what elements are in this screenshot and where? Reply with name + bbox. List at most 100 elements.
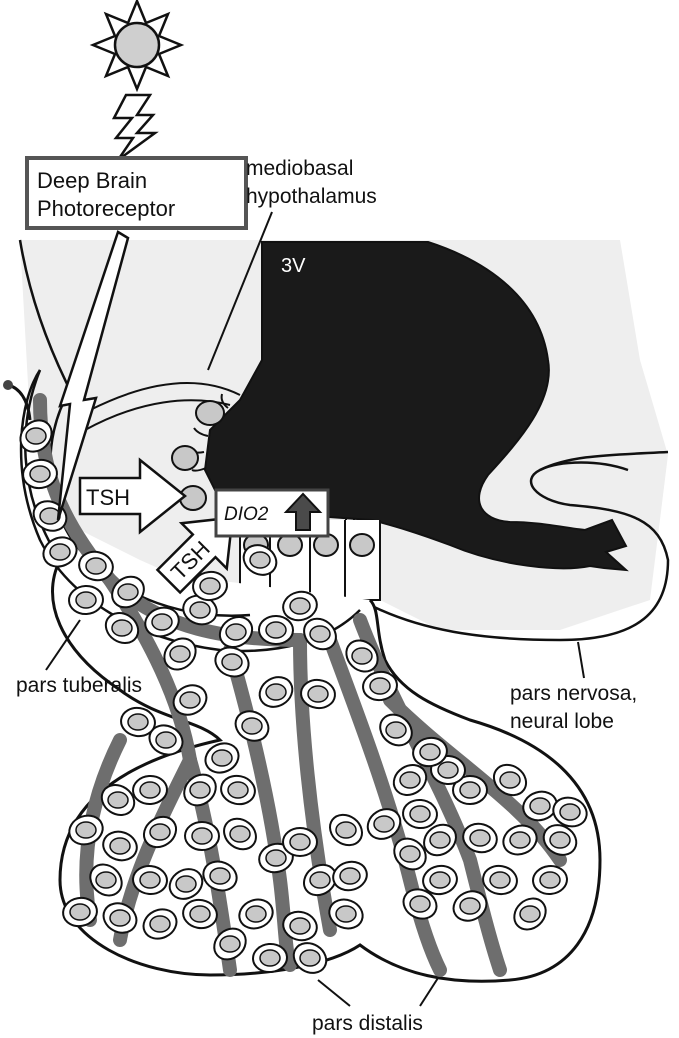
cell-nucleus: [109, 909, 131, 927]
cell-nucleus: [25, 427, 47, 445]
cell-nucleus: [229, 825, 251, 843]
mbh-label-line1: mediobasal: [246, 157, 353, 180]
cell-nucleus: [139, 781, 161, 799]
secretory-cells: [19, 419, 588, 974]
cell-nucleus: [189, 781, 211, 799]
cell-nucleus: [189, 601, 211, 619]
cell-nucleus: [409, 895, 431, 913]
cell-nucleus: [117, 583, 139, 601]
cell-nucleus: [437, 761, 459, 779]
cell-nucleus: [335, 821, 357, 839]
pars-distalis-label: pars distalis: [312, 1012, 423, 1035]
cell-nucleus: [225, 623, 247, 641]
cell-nucleus: [179, 691, 201, 709]
cell-nucleus: [209, 867, 231, 885]
cell-nucleus: [39, 507, 61, 525]
cell-nucleus: [241, 717, 263, 735]
cell-nucleus: [265, 621, 287, 639]
cell-nucleus: [469, 829, 491, 847]
pars-nervosa-leader: [577, 641, 585, 679]
cell-nucleus: [459, 897, 481, 915]
cell-nucleus: [309, 625, 331, 643]
cell-nucleus: [429, 871, 451, 889]
tsh-arrow-diagonal: TSH: [155, 516, 234, 595]
cell-nucleus: [289, 917, 311, 935]
cell-nucleus: [307, 685, 329, 703]
cell-nucleus: [399, 771, 421, 789]
cell-nucleus: [489, 871, 511, 889]
cell-nucleus: [149, 915, 171, 933]
deep-brain-label-line1: Deep Brain: [37, 168, 147, 193]
cell-nucleus: [221, 653, 243, 671]
pars-tuberalis-leader: [45, 619, 81, 671]
cell-nucleus: [409, 805, 431, 823]
mbh-leader-line: [207, 211, 273, 371]
cell-nucleus: [249, 551, 271, 569]
cell-nucleus: [369, 677, 391, 695]
cell-nucleus: [499, 771, 521, 789]
cell-nucleus: [245, 905, 267, 923]
cell-nucleus: [549, 831, 571, 849]
cell-nucleus: [509, 831, 531, 849]
cell-nucleus: [69, 903, 91, 921]
cell-nucleus: [75, 591, 97, 609]
cell-nucleus: [219, 935, 241, 953]
pars-tuberalis-label: pars tuberalis: [16, 674, 142, 697]
cell-nucleus: [155, 731, 177, 749]
deep-brain-label-line2: Photoreceptor: [37, 196, 175, 221]
cell-nucleus: [299, 949, 321, 967]
third-ventricle: [203, 241, 629, 572]
tsh-arrow-horizontal: TSH: [78, 457, 188, 535]
cell-nucleus: [85, 557, 107, 575]
pars-nervosa-curve: [539, 450, 669, 472]
pars-nervosa-label-line2: neural lobe: [510, 710, 614, 733]
deep-brain-photoreceptor-box: [25, 156, 248, 230]
up-arrow-icon: [283, 492, 323, 531]
cell-nucleus: [539, 871, 561, 889]
cell-nucleus: [519, 905, 541, 923]
cell-nucleus: [559, 803, 581, 821]
cell-nucleus: [259, 949, 281, 967]
cell-nucleus: [139, 871, 161, 889]
cell-nucleus: [529, 797, 551, 815]
cell-nucleus: [191, 827, 213, 845]
cell-nucleus: [419, 743, 441, 761]
cell-nucleus: [265, 683, 287, 701]
cell-nucleus: [373, 815, 395, 833]
cell-nucleus: [189, 905, 211, 923]
cell-nucleus: [429, 831, 451, 849]
cell-nucleus: [199, 577, 221, 595]
cell-nucleus: [385, 721, 407, 739]
cell-nucleus: [109, 837, 131, 855]
cell-nucleus: [29, 465, 51, 483]
cell-nucleus: [75, 821, 97, 839]
cell-nucleus: [127, 713, 149, 731]
cell-nucleus: [151, 613, 173, 631]
cell-nucleus: [335, 905, 357, 923]
cell-nucleus: [289, 597, 311, 615]
sun-icon: [89, 0, 185, 93]
cell-nucleus: [265, 849, 287, 867]
cell-nucleus: [289, 833, 311, 851]
lightning-bolt-icon: [111, 93, 159, 162]
cell-nucleus: [169, 645, 191, 663]
pars-nervosa-label-line1: pars nervosa,: [510, 682, 637, 705]
cell-nucleus: [459, 781, 481, 799]
nerve-ending: [3, 380, 13, 390]
cell-nucleus: [49, 543, 71, 561]
cell-nucleus: [95, 871, 117, 889]
dio2-label: DIO2: [224, 504, 269, 525]
cell-nucleus: [149, 823, 171, 841]
cell-nucleus: [211, 749, 233, 767]
mbh-label-line2: hypothalamus: [246, 185, 377, 208]
third-ventricle-label: 3V: [281, 255, 306, 277]
cell-nucleus: [111, 619, 133, 637]
cell-nucleus: [351, 647, 373, 665]
cell-nucleus: [399, 845, 421, 863]
pars-distalis-leader-right: [419, 977, 439, 1007]
light-signal-bolt: [56, 230, 130, 521]
cell-nucleus: [107, 791, 129, 809]
tsh-label-horizontal: TSH: [86, 485, 130, 510]
pars-distalis-leader-left: [317, 979, 351, 1007]
